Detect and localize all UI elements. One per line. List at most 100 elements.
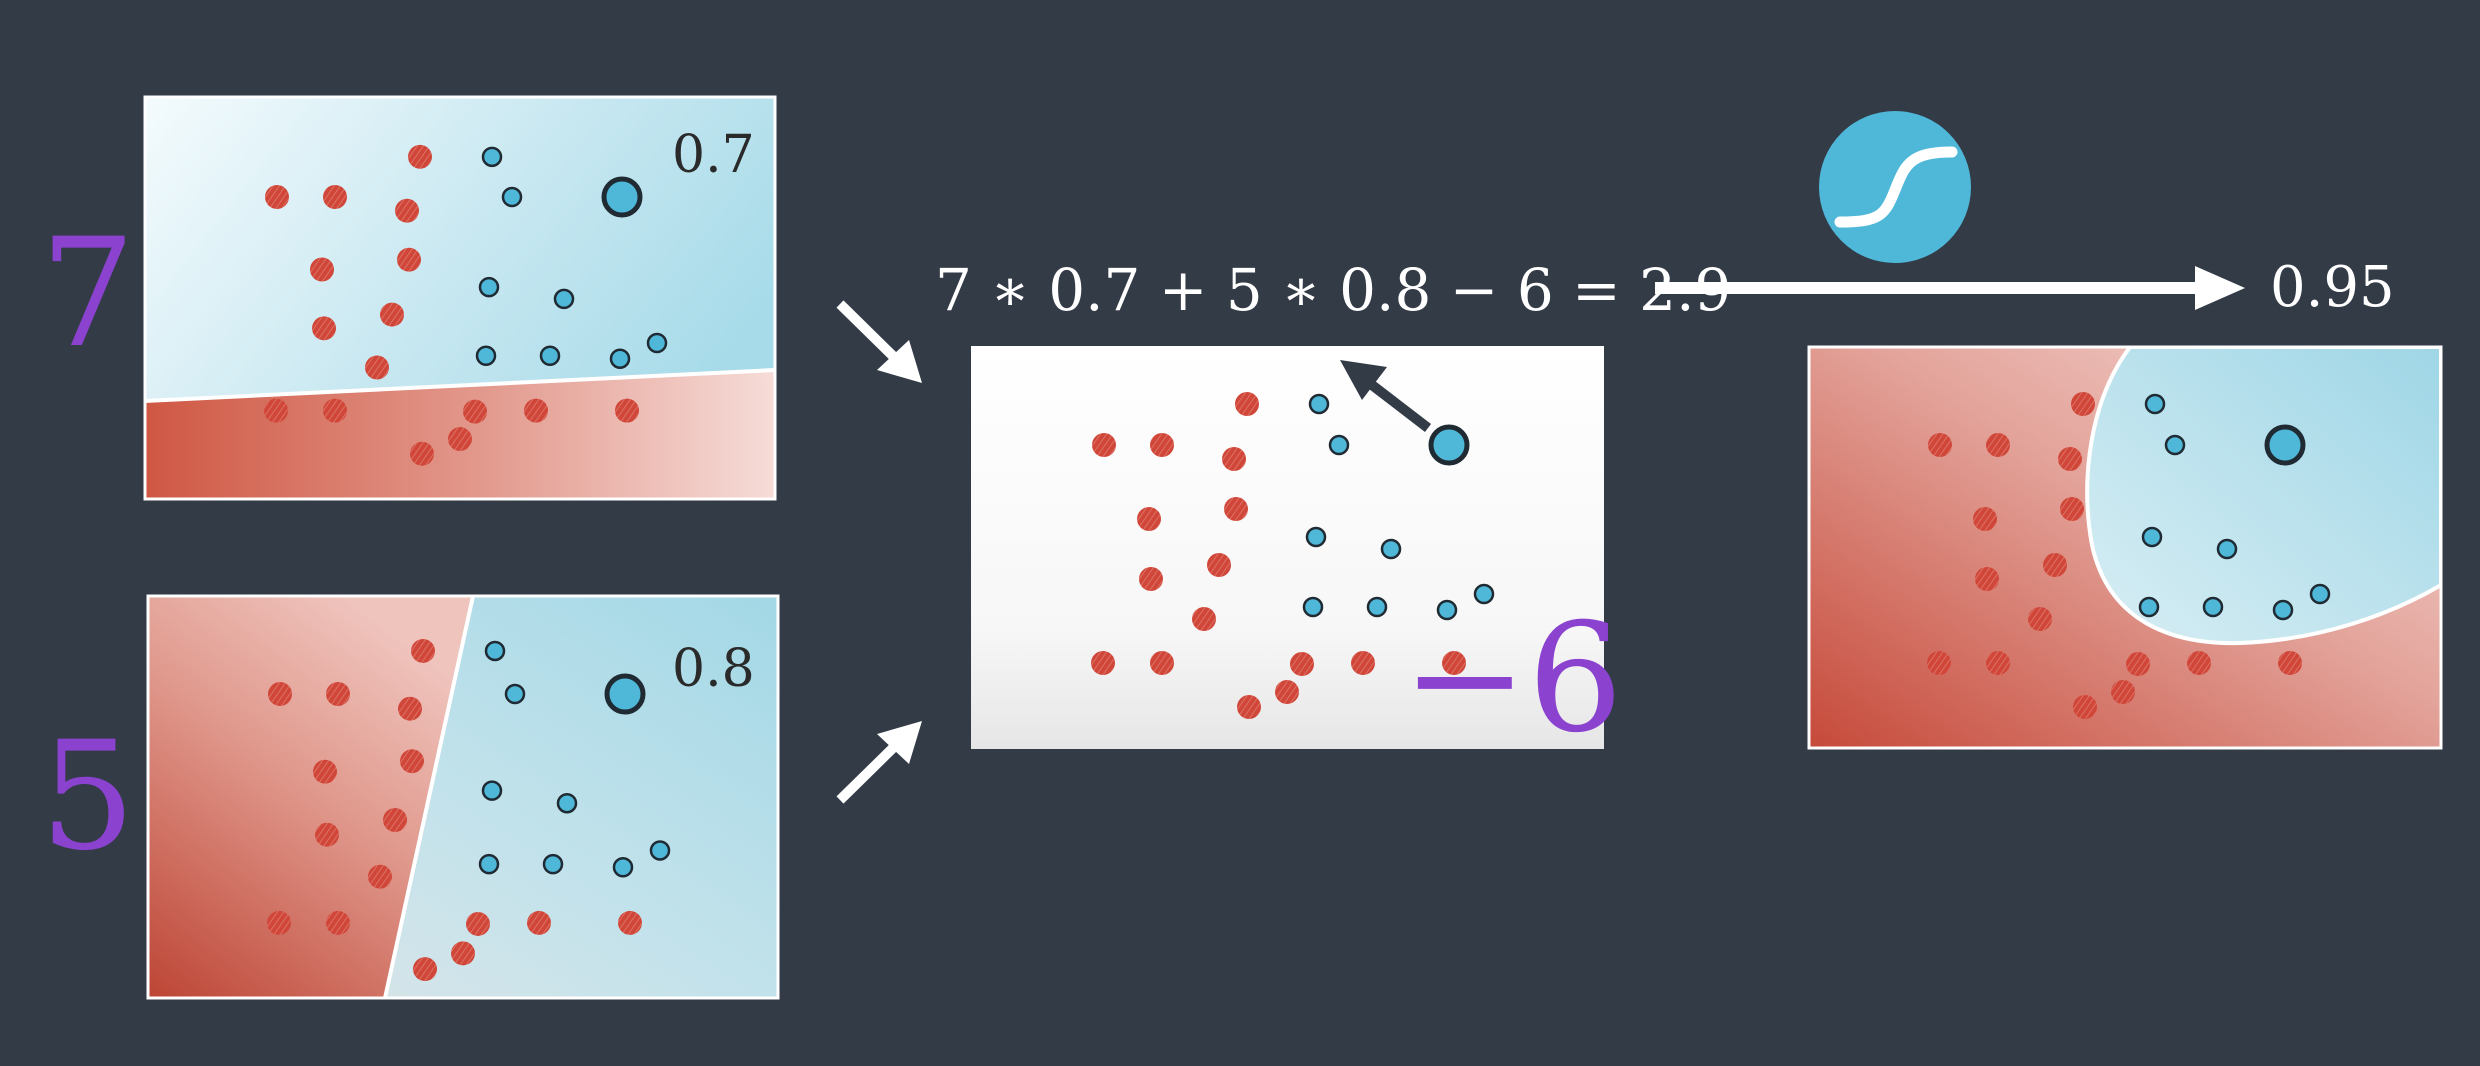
- red-data-point: [2073, 695, 2097, 719]
- top-left-score: 0.7: [672, 125, 755, 185]
- bias-value: −6: [1402, 592, 1623, 766]
- red-data-point: [2043, 553, 2067, 577]
- red-data-point: [265, 185, 289, 209]
- blue-data-point: [484, 640, 506, 662]
- red-data-point: [1927, 651, 1951, 675]
- red-data-point: [380, 302, 404, 327]
- red-data-point: [2278, 651, 2302, 675]
- blue-data-point: [1473, 583, 1495, 605]
- top-left-classifier-panel: 0.7: [143, 95, 777, 501]
- red-data-point: [313, 759, 337, 784]
- red-data-point: [466, 911, 490, 936]
- output-points: [1927, 392, 2331, 719]
- blue-data-point: [1308, 393, 1330, 415]
- blue-data-point: [478, 276, 500, 298]
- blue-data-point: [2144, 393, 2166, 415]
- red-data-point: [1224, 497, 1248, 521]
- red-data-point: [1150, 433, 1174, 457]
- red-data-point: [1975, 567, 1999, 591]
- red-data-point: [323, 185, 347, 209]
- output-classifier-panel: [1807, 345, 2443, 750]
- blue-data-point: [556, 792, 578, 814]
- weight-bottom: 5: [40, 710, 135, 884]
- red-data-point: [398, 696, 422, 721]
- combined-classifier-panel: −6: [971, 346, 1623, 766]
- highlighted-blue-point: [2264, 424, 2306, 466]
- red-data-point: [397, 247, 421, 272]
- blue-data-point: [475, 345, 497, 367]
- red-data-point: [1139, 567, 1163, 591]
- arrow-bottom-to-middle: [836, 721, 922, 804]
- sigmoid-icon: [1819, 111, 1971, 263]
- red-data-point: [410, 441, 434, 466]
- blue-data-point: [478, 853, 500, 875]
- red-data-point: [383, 808, 407, 832]
- blue-data-point: [1380, 538, 1402, 560]
- blue-data-point: [646, 332, 668, 354]
- blue-data-point: [1305, 526, 1327, 548]
- weight-top: 7: [40, 207, 135, 381]
- red-data-point: [1237, 695, 1261, 719]
- red-data-point: [1150, 651, 1174, 675]
- red-data-point: [2071, 392, 2095, 416]
- highlighted-blue-point: [604, 673, 646, 715]
- red-data-point: [1275, 680, 1299, 704]
- blue-data-point: [2309, 583, 2331, 605]
- red-data-point: [413, 957, 437, 982]
- arrow-moving-point: [1340, 360, 1432, 432]
- red-data-point: [2126, 652, 2150, 676]
- highlighted-blue-point: [1428, 424, 1470, 466]
- red-data-point: [2111, 680, 2135, 704]
- blue-data-point: [542, 853, 564, 875]
- blue-data-point: [2138, 596, 2160, 618]
- red-data-point: [326, 682, 350, 706]
- red-data-point: [1290, 652, 1314, 676]
- red-data-point: [1973, 507, 1997, 531]
- bottom-left-score: 0.8: [672, 639, 755, 699]
- red-data-point: [1986, 651, 2010, 675]
- red-data-point: [618, 910, 642, 935]
- red-data-point: [2060, 497, 2084, 521]
- blue-data-point: [2202, 596, 2224, 618]
- red-data-point: [2028, 607, 2052, 631]
- blue-data-point: [1328, 434, 1350, 456]
- weighted-sum-equation: 7 ∗ 0.7 + 5 ∗ 0.8 − 6 = 2.9: [935, 256, 1731, 324]
- red-data-point: [326, 910, 350, 935]
- red-data-point: [2058, 447, 2082, 471]
- red-data-point: [1092, 433, 1116, 457]
- red-data-point: [1207, 553, 1231, 577]
- top-left-points: [264, 144, 668, 466]
- red-data-point: [451, 941, 475, 966]
- blue-data-point: [649, 840, 671, 861]
- arrow-top-to-middle: [836, 300, 922, 383]
- red-data-point: [323, 398, 347, 423]
- output-probability: 0.95: [2270, 255, 2395, 320]
- red-data-point: [1222, 447, 1246, 471]
- highlighted-blue-point: [601, 176, 643, 218]
- red-data-point: [400, 749, 424, 774]
- red-data-point: [527, 910, 551, 935]
- blue-data-point: [609, 348, 631, 369]
- red-data-point: [365, 355, 389, 380]
- blue-data-point: [2141, 526, 2163, 548]
- red-data-point: [1235, 392, 1259, 416]
- middle-points: [1091, 392, 1495, 719]
- blue-data-point: [612, 857, 634, 878]
- blue-data-point: [501, 186, 523, 208]
- blue-data-point: [539, 345, 561, 367]
- red-data-point: [448, 427, 472, 452]
- blue-data-point: [481, 780, 503, 801]
- blue-data-point: [1302, 596, 1324, 618]
- red-data-point: [268, 682, 292, 706]
- red-data-point: [1192, 607, 1216, 631]
- arrow-to-output: [1655, 266, 2245, 310]
- red-data-point: [395, 198, 419, 223]
- blue-data-point: [2272, 599, 2294, 621]
- red-data-point: [615, 398, 639, 423]
- red-data-point: [411, 638, 435, 663]
- red-data-point: [463, 399, 487, 424]
- bottom-left-classifier-panel: 0.8: [146, 594, 780, 1000]
- red-data-point: [368, 864, 392, 889]
- blue-data-point: [481, 146, 503, 168]
